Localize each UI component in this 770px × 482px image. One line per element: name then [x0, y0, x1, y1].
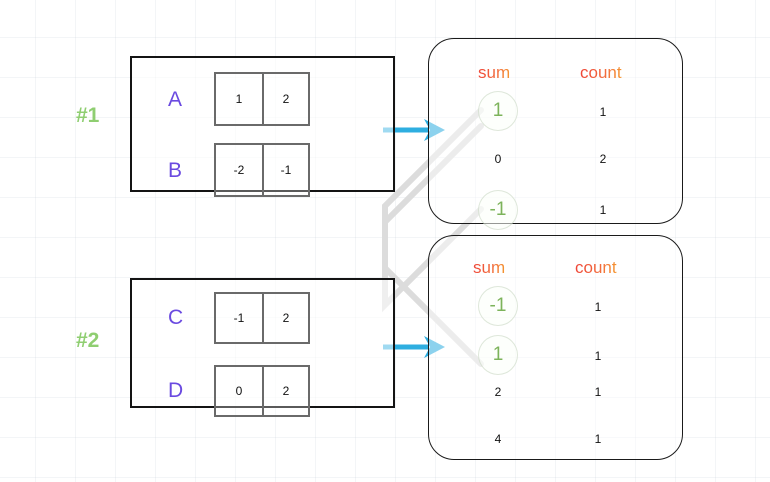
cell-pair-c: -1 2: [214, 292, 310, 344]
cell-b-0: -2: [233, 163, 245, 177]
agg-count-t1-r2: 2: [599, 152, 607, 166]
cell-a-1: 2: [261, 74, 308, 124]
row-letter-c: C: [168, 306, 184, 329]
matrix-panel-1: A 1 2 B -2 -1: [130, 56, 395, 197]
agg-sum-t1-r3: -1: [489, 199, 507, 220]
group-label-2: #2: [76, 329, 100, 352]
column-header-sum-1: sum: [478, 63, 511, 82]
agg-count-t2-r3: 1: [594, 385, 602, 399]
agg-sum-t2-r4: 4: [494, 432, 502, 446]
highlight-circle-t1-r1: [478, 91, 518, 131]
column-header-count-1: count: [580, 63, 622, 82]
group-label-1: #1: [76, 104, 100, 127]
agg-count-t2-r4: 1: [594, 432, 602, 446]
cell-b-1: -1: [261, 145, 308, 195]
matrix-panel-2: C -1 2 D 0 2: [130, 278, 395, 417]
aggregate-panel-2: sum count -1 1 1 1 2 1 4 1: [428, 235, 683, 460]
agg-count-t2-r1: 1: [594, 300, 602, 314]
agg-sum-t1-r1: 1: [492, 100, 504, 121]
cell-d-0: 0: [235, 384, 243, 398]
agg-count-t2-r2: 1: [594, 349, 602, 363]
aggregate-panel-1: sum count 1 1 0 2 -1 1: [428, 38, 683, 230]
cell-a-0: 1: [235, 92, 243, 106]
cell-pair-a: 1 2: [214, 72, 310, 126]
column-header-count-2: count: [575, 258, 617, 277]
row-letter-a: A: [168, 88, 183, 111]
highlight-circle-t2-r1: [478, 286, 518, 326]
agg-count-t1-r1: 1: [599, 105, 607, 119]
agg-sum-t2-r3: 2: [494, 385, 502, 399]
highlight-circle-t2-r2: [478, 335, 518, 375]
agg-sum-t2-r1: -1: [489, 295, 507, 316]
agg-sum-t1-r2: 0: [494, 152, 502, 166]
row-letter-d: D: [168, 379, 184, 402]
row-letter-b: B: [168, 159, 183, 182]
cell-c-0: -1: [233, 311, 245, 325]
agg-count-t1-r3: 1: [599, 203, 607, 217]
agg-sum-t2-r2: 1: [492, 344, 504, 365]
column-header-sum-2: sum: [473, 258, 506, 277]
cell-c-1: 2: [261, 294, 308, 342]
cell-pair-d: 0 2: [214, 365, 310, 417]
highlight-circle-t1-r3: [478, 190, 518, 230]
cell-pair-b: -2 -1: [214, 143, 310, 197]
cell-d-1: 2: [261, 367, 308, 415]
